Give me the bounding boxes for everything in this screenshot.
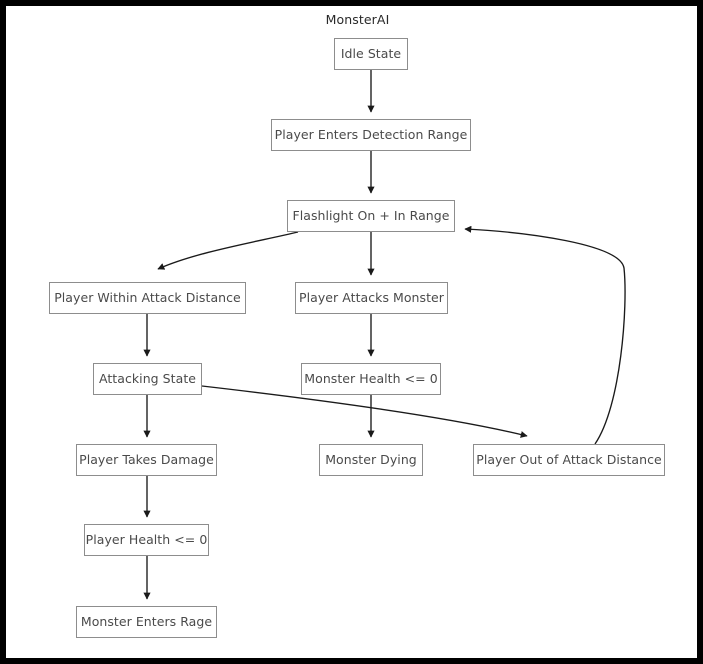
node-player-health-zero[interactable]: Player Health <= 0 bbox=[84, 524, 209, 556]
edge-layer bbox=[143, 70, 626, 600]
edge-flashlight-to-within bbox=[157, 231, 299, 270]
node-monster-dying[interactable]: Monster Dying bbox=[319, 444, 423, 476]
node-monster-health-zero[interactable]: Monster Health <= 0 bbox=[301, 363, 441, 395]
node-player-enters-detection-range[interactable]: Player Enters Detection Range bbox=[271, 119, 471, 151]
graph-title: MonsterAI bbox=[325, 12, 390, 27]
node-player-takes-damage[interactable]: Player Takes Damage bbox=[76, 444, 217, 476]
node-player-attacks-monster[interactable]: Player Attacks Monster bbox=[295, 282, 448, 314]
node-flashlight-on-in-range[interactable]: Flashlight On + In Range bbox=[287, 200, 455, 232]
node-player-within-attack-distance[interactable]: Player Within Attack Distance bbox=[49, 282, 246, 314]
node-monster-enters-rage[interactable]: Monster Enters Rage bbox=[76, 606, 217, 638]
node-attacking-state[interactable]: Attacking State bbox=[93, 363, 202, 395]
node-idle-state[interactable]: Idle State bbox=[334, 38, 408, 70]
diagram-canvas: MonsterAI bbox=[6, 6, 697, 658]
node-player-out-of-attack-distance[interactable]: Player Out of Attack Distance bbox=[473, 444, 665, 476]
edge-outof-to-flashlight bbox=[464, 225, 626, 445]
